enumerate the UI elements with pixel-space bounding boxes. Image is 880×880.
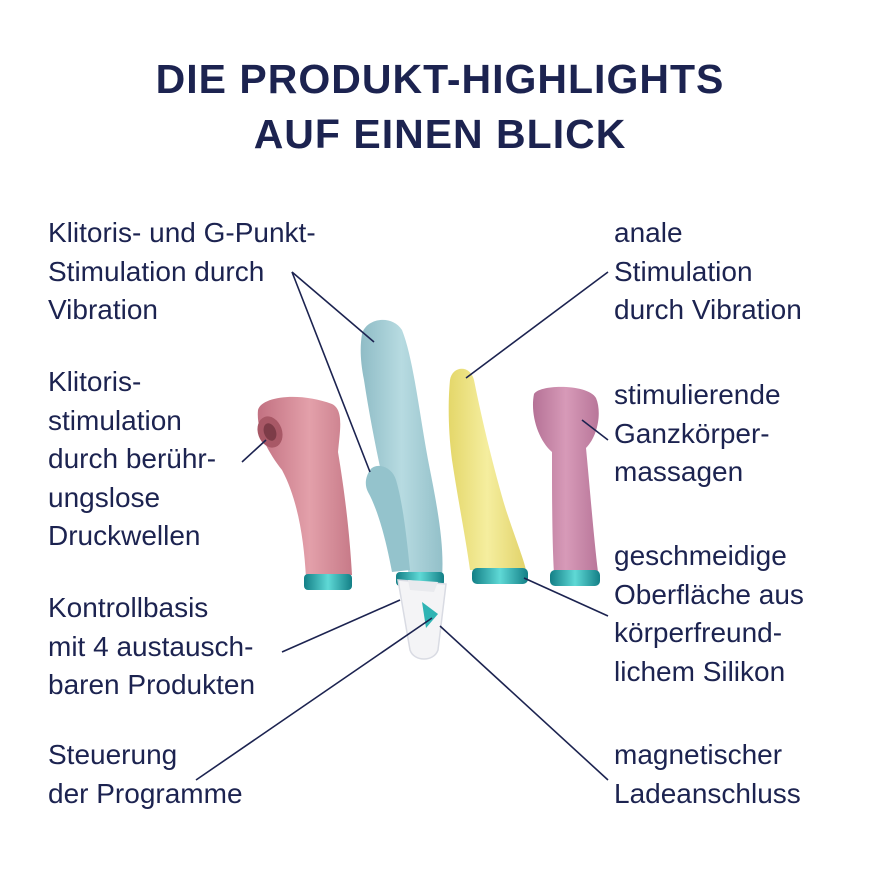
label-klitoris-druckwellen: Klitoris- stimulation durch berühr- ungs… (48, 366, 217, 551)
label-kontrollbasis: Kontrollbasis mit 4 austausch- baren Pro… (48, 592, 256, 700)
label-anale-stimulation: anale Stimulation durch Vibration (614, 217, 802, 325)
label-ganzkoerper: stimulierende Ganzkörper- massagen (614, 379, 781, 487)
control-base (397, 579, 447, 660)
yellow-anal-attachment (448, 368, 528, 584)
label-klitoris-g-punkt: Klitoris- und G-Punkt- Stimulation durch… (48, 217, 316, 325)
label-silikon: geschmeidige Oberfläche aus körperfreund… (614, 540, 804, 687)
title-line-2: AUF EINEN BLICK (253, 111, 627, 157)
label-magnet: magnetischer Ladeanschluss (614, 739, 801, 809)
page-title: DIE PRODUKT-HIGHLIGHTS AUF EINEN BLICK (0, 52, 880, 162)
label-steuerung: Steuerung der Programme (48, 739, 243, 809)
title-line-1: DIE PRODUKT-HIGHLIGHTS (155, 56, 725, 102)
pink-suction-attachment (257, 396, 352, 590)
mauve-wand-attachment (532, 386, 600, 586)
callout-lines (195, 271, 609, 781)
blue-rabbit-attachment (360, 319, 444, 586)
